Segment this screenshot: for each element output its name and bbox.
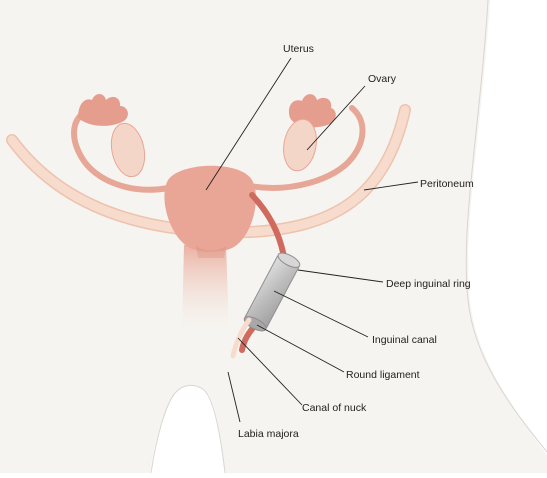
label-deep-inguinal-ring: Deep inguinal ring: [386, 278, 471, 290]
label-canal-of-nuck: Canal of nuck: [302, 402, 367, 414]
label-round-ligament: Round ligament: [346, 369, 420, 381]
label-inguinal-canal: Inguinal canal: [372, 334, 437, 346]
label-labia-majora: Labia majora: [238, 428, 299, 440]
label-peritoneum: Peritoneum: [420, 178, 474, 190]
label-uterus: Uterus: [283, 43, 314, 55]
label-ovary: Ovary: [368, 73, 397, 85]
